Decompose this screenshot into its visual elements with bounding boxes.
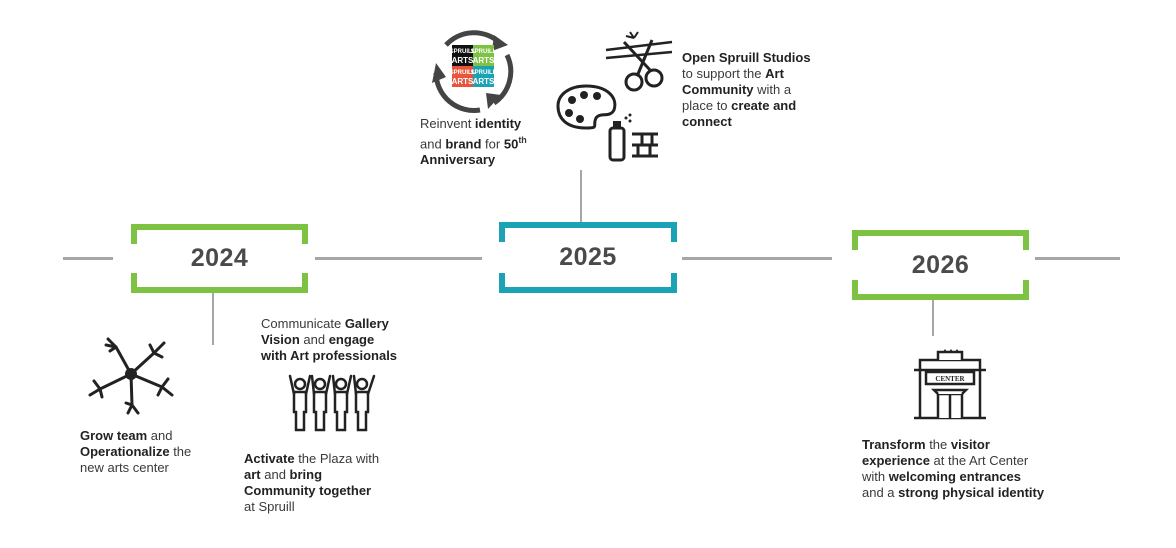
palette-icon	[556, 84, 617, 130]
note-plaza: Activate the Plaza with art and bring Co…	[244, 451, 424, 515]
note-text: brand	[445, 136, 482, 152]
connector-2026	[932, 300, 934, 336]
note-text: with	[862, 469, 889, 484]
note-text: bring	[289, 467, 323, 482]
year-box-2025: 2025	[499, 222, 677, 293]
scissors-icon	[605, 31, 673, 92]
year-box-2026: 2026	[852, 230, 1029, 300]
hands-circle-icon	[88, 337, 174, 415]
note-text: and a	[862, 485, 899, 500]
note-text: Transform	[862, 437, 926, 452]
note-text: Vision	[261, 332, 300, 347]
spray-can-icon	[608, 113, 658, 162]
timeline-line	[682, 257, 832, 260]
note-text: create and	[731, 98, 797, 113]
year-label: 2024	[190, 244, 249, 272]
logo-text: SPRUILL	[450, 70, 476, 76]
note-text: Reinvent	[420, 116, 475, 131]
note-text: at the Art Center	[929, 453, 1029, 468]
note-text: Grow team	[80, 428, 148, 443]
note-text: Open Spruill Studios	[682, 50, 811, 65]
note-text: strong physical identity	[898, 485, 1045, 500]
logo-text: ARTS	[473, 77, 495, 86]
note-text: to support the	[682, 66, 766, 81]
note-text: connect	[682, 114, 732, 129]
note-gallery: Communicate Gallery Vision and engage wi…	[261, 316, 441, 364]
connector-2025	[580, 170, 582, 222]
recycle-logo-icon: SPRUILL ARTS SPRUILL ARTS SPRUILL ARTS S…	[432, 30, 514, 113]
note-text: Communicate	[261, 316, 345, 331]
note-text: new arts center	[80, 460, 169, 475]
note-visitor: Transform the visitor experience at the …	[862, 437, 1102, 501]
year-label: 2026	[911, 250, 970, 279]
note-text: the	[169, 444, 192, 459]
logo-text: ARTS	[452, 56, 474, 65]
note-text: Community together	[244, 483, 372, 498]
note-text: at Spruill	[244, 499, 295, 514]
note-text: visitor	[950, 437, 990, 452]
note-text: for	[481, 136, 504, 152]
year-box-2024: 2024	[131, 224, 308, 293]
logo-text: SPRUILL	[471, 70, 497, 76]
logo-text: SPRUILL	[450, 49, 476, 55]
note-text: Activate	[244, 451, 295, 466]
center-sign-text: CENTER	[935, 375, 965, 383]
note-text: and	[420, 136, 446, 152]
note-text: th	[518, 135, 527, 145]
note-text: welcoming entrances	[888, 469, 1021, 484]
center-building-icon: CENTER	[914, 349, 986, 420]
note-text: identity	[474, 116, 522, 131]
note-text: place to	[682, 98, 732, 113]
note-text: and	[299, 332, 329, 347]
logo-text: ARTS	[452, 77, 474, 86]
note-studios: Open Spruill Studios to support the Art …	[682, 50, 852, 130]
connector-2024	[212, 293, 214, 345]
note-text: Community	[682, 82, 754, 97]
timeline-line	[1035, 257, 1120, 260]
note-text: 50	[503, 136, 519, 152]
timeline-line	[63, 257, 113, 260]
note-text: the	[925, 437, 951, 452]
note-text: and	[260, 467, 290, 482]
note-text: the Plaza with	[294, 451, 380, 466]
note-text: Anniversary	[420, 152, 496, 168]
note-text: with Art professionals	[261, 348, 398, 363]
note-text: art	[244, 467, 261, 482]
timeline-line	[315, 257, 482, 260]
note-text: with a	[753, 82, 792, 97]
note-text: Art	[765, 66, 784, 81]
note-rebrand: Reinvent identity and brand for 50th Ann…	[420, 116, 570, 168]
year-label: 2025	[559, 243, 617, 271]
note-text: Operationalize	[80, 444, 170, 459]
note-text: engage	[328, 332, 375, 347]
note-text: Gallery	[344, 316, 389, 331]
logo-text: ARTS	[473, 56, 495, 65]
note-text: and	[147, 428, 173, 443]
logo-text: SPRUILL	[471, 49, 497, 55]
note-team: Grow team and Operationalize the new art…	[80, 428, 230, 476]
note-text: experience	[862, 453, 930, 468]
people-cheering-icon	[288, 374, 376, 432]
